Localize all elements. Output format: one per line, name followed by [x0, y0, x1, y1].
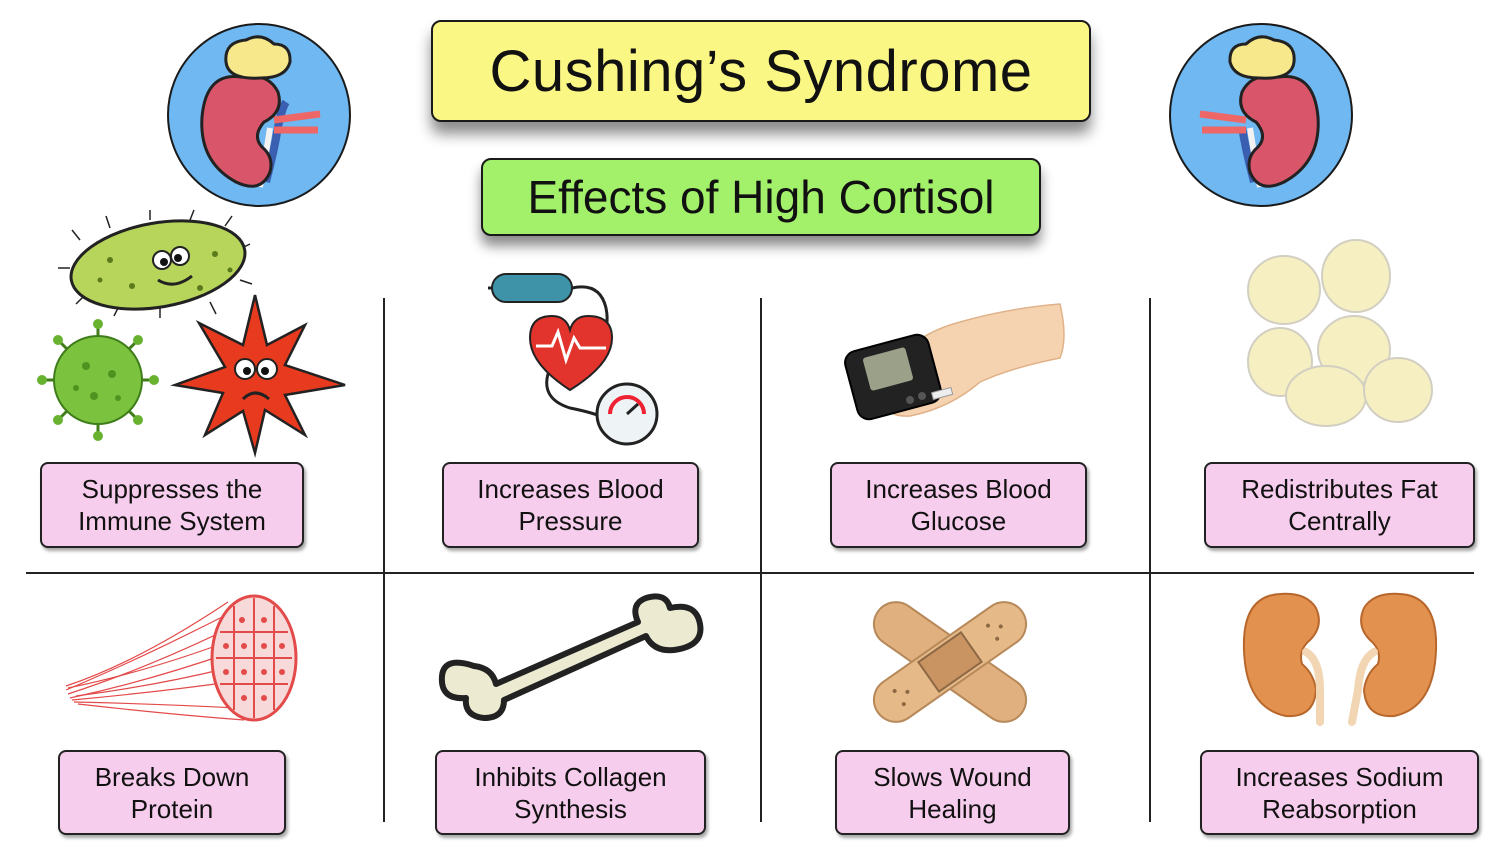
glucose-meter-hand-icon: [844, 303, 1065, 421]
blood-pressure-cuff-heart-icon: [488, 273, 659, 446]
grid-divider: [383, 298, 385, 822]
effect-label-line: Slows Wound: [873, 761, 1032, 792]
effect-label-line: Immune System: [78, 506, 266, 536]
effect-label-line: Synthesis: [514, 793, 627, 824]
adrenal-gland-left-icon: [167, 23, 351, 207]
effect-label-line: Healing: [908, 793, 997, 824]
adrenal-gland-right-icon: [1169, 23, 1353, 207]
effect-label-line: Increases Blood: [477, 474, 664, 504]
effect-label-line: Increases Blood: [865, 474, 1052, 504]
fat-cells-icon: [1247, 239, 1433, 427]
effect-label-line: Centrally: [1288, 506, 1391, 536]
muscle-fiber-icon: [65, 594, 298, 722]
effect-label-line: Increases Sodium: [1235, 761, 1444, 792]
crossed-bandages-icon: [872, 601, 1028, 723]
effect-label-line: Protein: [130, 793, 214, 824]
effect-label-line: Pressure: [518, 506, 623, 536]
effect-label-line: Reabsorption: [1262, 793, 1417, 824]
grid-divider: [26, 572, 1474, 574]
grid-divider: [760, 298, 762, 822]
grid-divider: [1149, 298, 1151, 822]
germs-virus-icon: [37, 209, 346, 458]
effect-label-line: Suppresses the: [81, 474, 263, 504]
effect-label-line: Redistributes Fat: [1241, 474, 1438, 504]
effect-label-line: Inhibits Collagen: [474, 761, 667, 792]
page-title: Cushing’s Syndrome: [431, 20, 1091, 122]
effect-label-line: Breaks Down: [94, 761, 250, 792]
page-subtitle: Effects of High Cortisol: [481, 158, 1041, 236]
effect-label-line: Glucose: [910, 506, 1007, 536]
kidneys-icon: [1242, 592, 1438, 726]
bone-icon: [438, 593, 704, 721]
